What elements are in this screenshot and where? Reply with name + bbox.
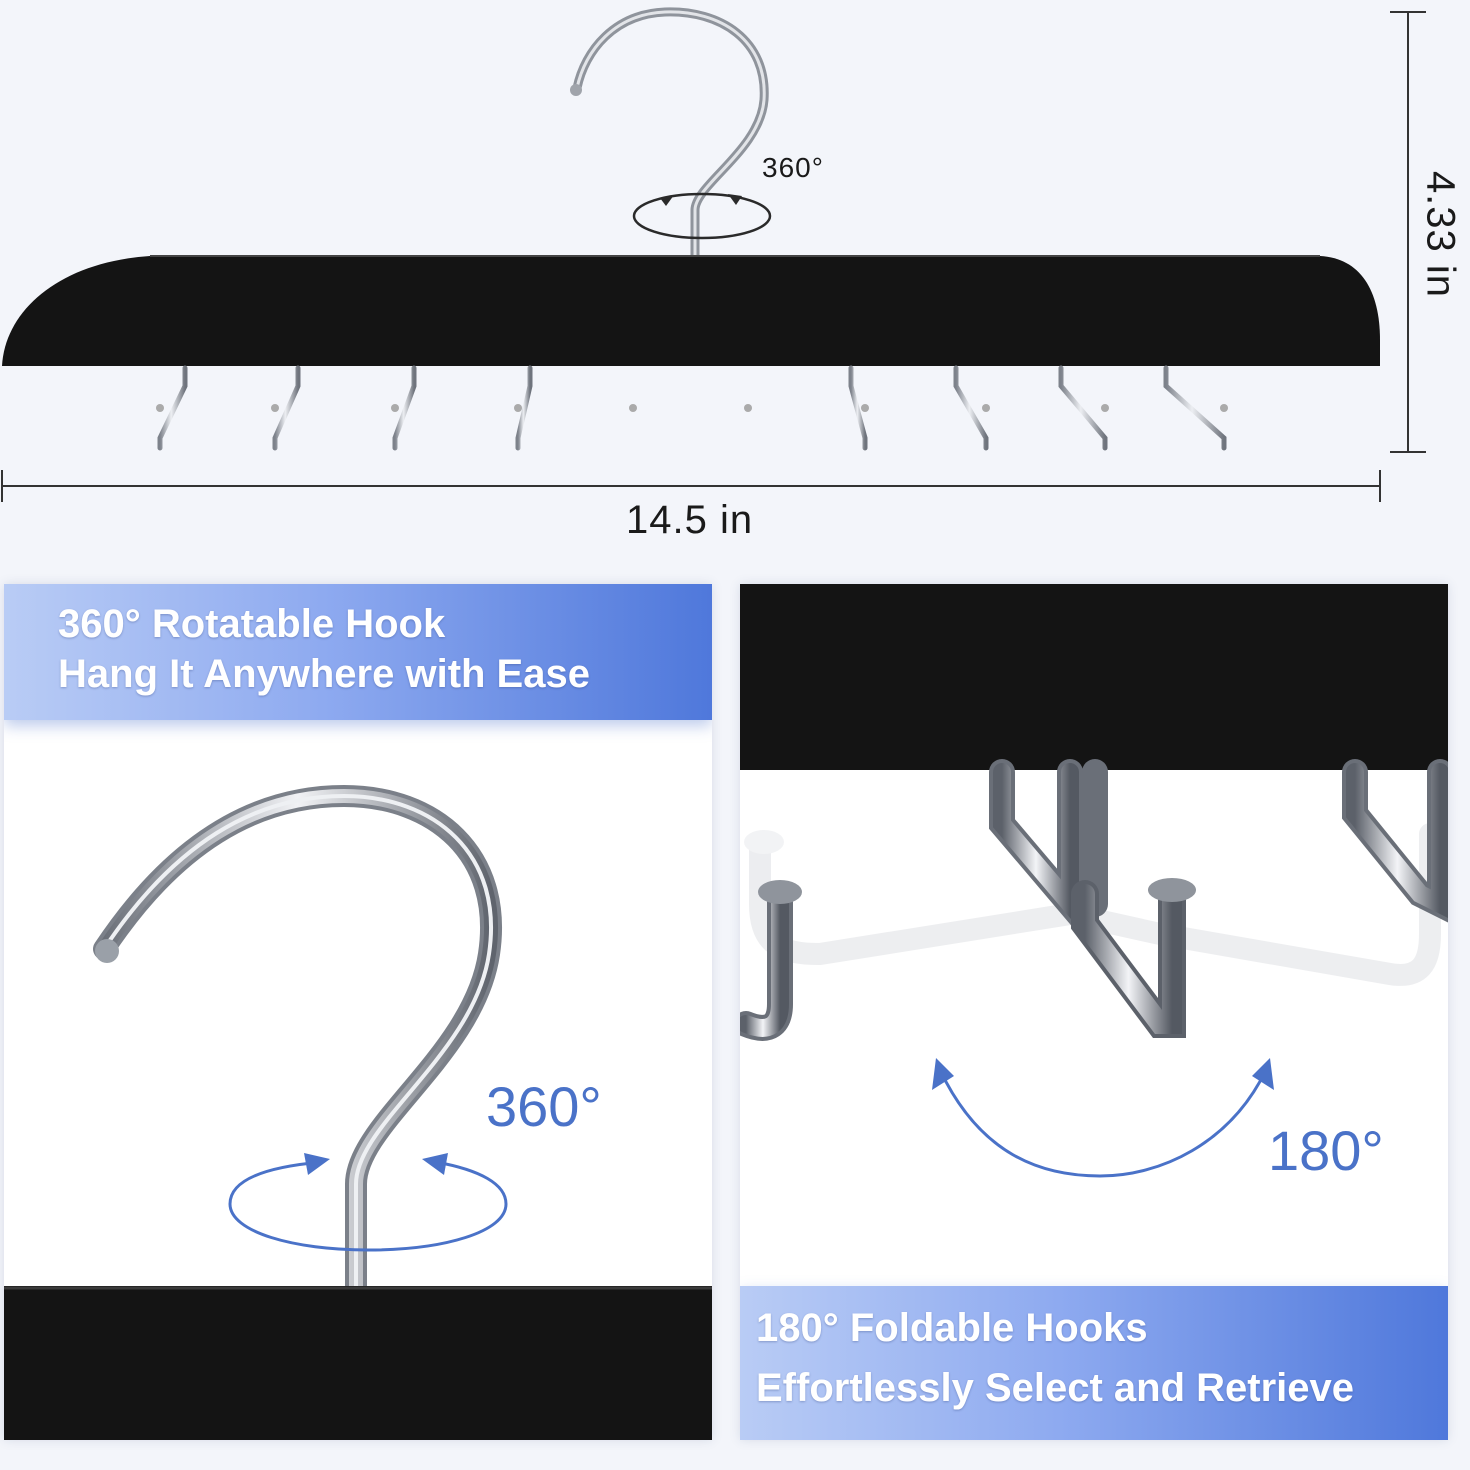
hanger-bar-closeup bbox=[4, 1286, 712, 1440]
banner-title: 360° Rotatable Hook bbox=[58, 602, 446, 646]
main-hook bbox=[572, 7, 769, 263]
hook-rotation-label: 360° bbox=[762, 152, 824, 183]
foldable-hooks-panel: 180° 180° Foldable Hooks Effortlessly Se… bbox=[740, 584, 1448, 1440]
hanger-overview-illustration bbox=[1, 7, 1426, 502]
hanger-bar bbox=[2, 256, 1380, 366]
rotatable-hook-banner: 360° Rotatable Hook Hang It Anywhere wit… bbox=[4, 584, 712, 720]
fold-label: 180° bbox=[1268, 1119, 1384, 1182]
banner-title: 180° Foldable Hooks bbox=[756, 1306, 1148, 1350]
banner-subtitle: Effortlessly Select and Retrieve bbox=[756, 1366, 1355, 1410]
foldable-hooks-illustration bbox=[740, 584, 1448, 1178]
rotation-label: 360° bbox=[486, 1075, 602, 1138]
rotatable-hook-panel: 360° 360° Rotatable Hook Hang It Anywher… bbox=[4, 584, 712, 1440]
width-dimension-line bbox=[1, 470, 1381, 502]
width-label: 14.5 in bbox=[626, 498, 754, 542]
banner-subtitle: Hang It Anywhere with Ease bbox=[58, 652, 590, 696]
rotation-arrow-icon bbox=[228, 1160, 508, 1252]
height-label: 4.33 in bbox=[1418, 170, 1463, 299]
rotatable-hook-illustration bbox=[4, 784, 712, 1440]
rotation-arrow-icon bbox=[632, 192, 772, 240]
accessory-hooks bbox=[156, 365, 1228, 451]
fold-arrow-icon bbox=[938, 1069, 1268, 1178]
foldable-hooks-banner: 180° Foldable Hooks Effortlessly Select … bbox=[740, 1286, 1448, 1440]
height-dimension-line bbox=[1390, 11, 1426, 453]
